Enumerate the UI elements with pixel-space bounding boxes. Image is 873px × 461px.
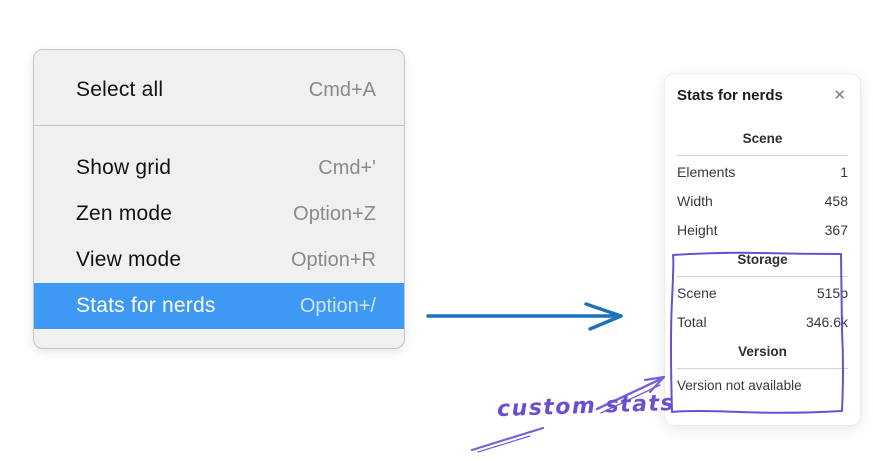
stats-panel-header: Stats for nerds ✕ bbox=[677, 87, 848, 104]
flow-arrow bbox=[426, 302, 623, 331]
menu-item-view-mode[interactable]: View mode Option+R bbox=[34, 237, 404, 283]
stat-row-height: Height 367 bbox=[677, 222, 848, 239]
stat-row-total-size: Total 346.6k bbox=[677, 314, 848, 331]
stat-value: 458 bbox=[824, 193, 848, 209]
panel-title: Stats for nerds bbox=[677, 87, 783, 104]
stat-label: Elements bbox=[677, 164, 736, 180]
menu-item-stats-for-nerds[interactable]: Stats for nerds Option+/ bbox=[34, 283, 404, 329]
stat-row-width: Width 458 bbox=[677, 193, 848, 210]
menu-item-label: Show grid bbox=[76, 156, 172, 179]
menu-item-label: Zen mode bbox=[76, 202, 173, 225]
stats-section-scene: Scene Elements 1 Width 458 Height 367 bbox=[677, 131, 848, 239]
section-divider bbox=[677, 368, 848, 369]
section-divider bbox=[677, 276, 848, 277]
menu-item-shortcut: Cmd+' bbox=[318, 156, 376, 179]
menu-item-label: Stats for nerds bbox=[76, 294, 216, 317]
menu-item-label: Select all bbox=[76, 78, 164, 101]
menu-divider bbox=[34, 125, 404, 126]
section-header: Storage bbox=[737, 252, 788, 267]
stat-label: Height bbox=[677, 222, 718, 238]
annotation-underline bbox=[470, 426, 545, 453]
menu-item-show-grid[interactable]: Show grid Cmd+' bbox=[34, 145, 404, 191]
stat-value: 367 bbox=[824, 222, 848, 238]
menu-item-shortcut: Cmd+A bbox=[308, 78, 376, 101]
section-header: Version bbox=[738, 344, 787, 359]
annotation-label: custom stats bbox=[496, 390, 676, 423]
section-divider bbox=[677, 155, 848, 156]
menu-item-shortcut: Option+Z bbox=[293, 202, 376, 225]
stat-label: Total bbox=[677, 314, 707, 330]
menu-section-top: Select all Cmd+A bbox=[34, 50, 404, 125]
stat-label: Scene bbox=[677, 285, 717, 301]
close-icon[interactable]: ✕ bbox=[833, 87, 846, 104]
stats-panel: Stats for nerds ✕ Scene Elements 1 Width… bbox=[664, 73, 861, 426]
version-note: Version not available bbox=[677, 378, 802, 393]
stat-label: Width bbox=[677, 193, 713, 209]
stat-value: 515b bbox=[816, 285, 848, 301]
menu-item-label: View mode bbox=[76, 248, 182, 271]
section-header: Scene bbox=[742, 131, 783, 146]
stat-value: 1 bbox=[840, 164, 848, 180]
annotation-arrow bbox=[595, 375, 666, 414]
menu-item-zen-mode[interactable]: Zen mode Option+Z bbox=[34, 191, 404, 237]
menu-item-shortcut: Option+/ bbox=[299, 294, 376, 317]
menu-item-shortcut: Option+R bbox=[290, 248, 376, 271]
stat-row-scene-size: Scene 515b bbox=[677, 285, 848, 302]
stats-section-storage: Storage Scene 515b Total 346.6k bbox=[677, 252, 848, 331]
menu-section-main: Show grid Cmd+' Zen mode Option+Z View m… bbox=[34, 126, 404, 345]
stat-value: 346.6k bbox=[805, 314, 848, 330]
stats-section-version: Version Version not available bbox=[677, 344, 848, 394]
context-menu: Select all Cmd+A Show grid Cmd+' Zen mod… bbox=[33, 49, 405, 349]
stat-row-elements: Elements 1 bbox=[677, 164, 848, 181]
menu-item-select-all[interactable]: Select all Cmd+A bbox=[34, 67, 404, 113]
